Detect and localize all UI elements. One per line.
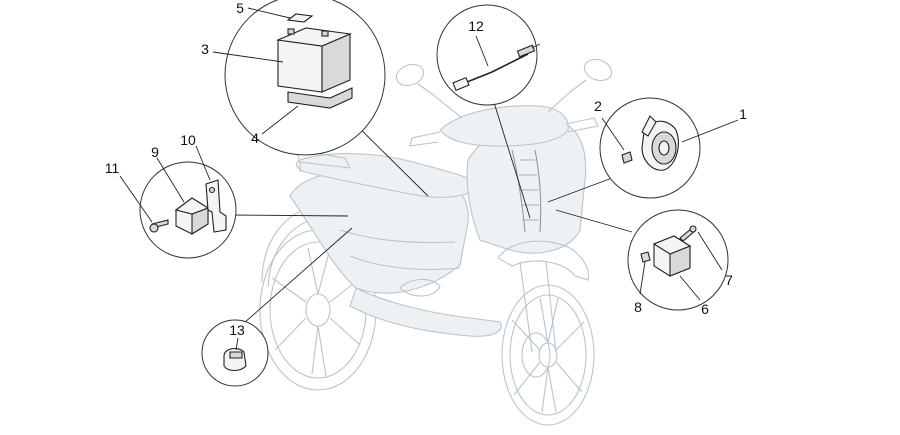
flasher-relay-part [640,225,697,277]
front-fork [519,261,557,353]
battery-pad [287,87,353,109]
handlebar-right [565,117,599,133]
callout-12: 12 [468,18,484,34]
callout-9: 9 [151,144,159,160]
callout-1: 1 [739,106,747,122]
front-strip [511,149,542,233]
callout-11: 11 [104,160,120,176]
clip-part [223,347,247,372]
callout-2: 2 [594,98,602,114]
battery-assembly [275,13,353,109]
scooter-ghost [259,58,613,426]
cable-part [452,43,541,92]
rear-rack [295,149,351,172]
seat [295,153,479,198]
callout-3: 3 [201,41,209,57]
front-wheel [501,284,595,426]
callout-6: 6 [701,301,709,317]
callout-10: 10 [180,132,196,148]
relay-bracket-part [149,179,227,235]
handlebar-cover [439,105,569,147]
mirror-left [395,63,425,87]
relay-nut [640,251,651,263]
horn-screw [621,151,633,164]
battery-body [277,39,323,93]
callout-13: 13 [229,322,245,338]
callout-5: 5 [236,0,244,16]
horn-part [621,115,679,171]
floorboard [349,287,502,337]
front-fender [497,240,589,281]
battery-lid [286,13,314,23]
callout-4: 4 [251,130,259,146]
mirror-right [583,58,613,82]
callout-7: 7 [725,272,733,288]
handlebar-left [409,131,441,147]
bracket [205,179,227,233]
callout-8: 8 [634,299,642,315]
